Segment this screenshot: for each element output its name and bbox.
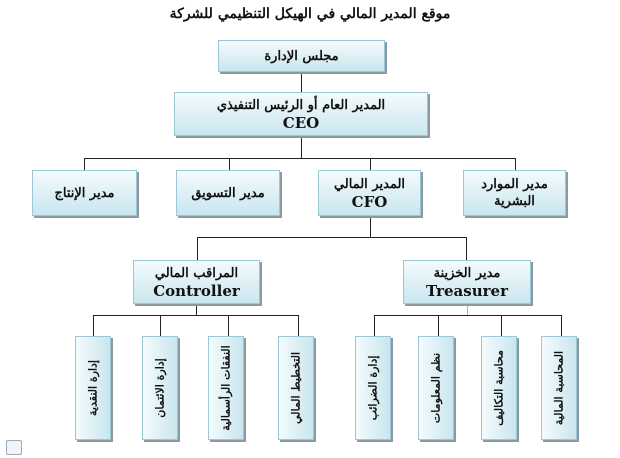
cfo-box: المدير المالي CFO	[318, 170, 421, 216]
ceo-label-en: CEO	[282, 113, 320, 132]
connector	[515, 158, 516, 170]
connector	[197, 237, 198, 260]
cost-accounting-box: محاسبة التكاليف	[481, 336, 517, 440]
connector	[93, 315, 94, 336]
connector	[196, 304, 197, 315]
connector	[160, 315, 161, 336]
box-label: النفقات الرأسمالية	[219, 345, 233, 431]
marketing-label: مدير التسويق	[191, 185, 265, 201]
connector	[370, 158, 371, 170]
cfo-label-ar: المدير المالي	[333, 176, 406, 192]
chart-title: موقع المدير المالي في الهيكل التنظيمي لل…	[169, 6, 451, 22]
connector	[197, 237, 467, 238]
connector	[84, 158, 516, 159]
hr-label: مدير الموارد البشرية	[481, 177, 548, 209]
information-systems-box: نظم المعلومات	[418, 336, 454, 440]
production-label: مدير الإنتاج	[54, 185, 115, 201]
tax-management-box: إدارة الضرائب	[355, 336, 391, 440]
controller-label-ar: المراقب المالي	[154, 265, 239, 281]
box-label: المحاسبة المالية	[552, 350, 566, 426]
connector	[229, 158, 230, 170]
box-label: إدارة النقدية	[86, 360, 100, 416]
board-box: مجلس الإدارة	[218, 40, 385, 72]
box-label: محاسبة التكاليف	[492, 350, 506, 426]
credit-management-box: إدارة الائتمان	[142, 336, 178, 440]
ceo-label-ar: المدير العام أو الرئيس التنفيذي	[216, 97, 386, 113]
watermark-icon	[6, 440, 22, 455]
cfo-label-en: CFO	[351, 192, 388, 211]
box-label: إدارة الائتمان	[153, 358, 167, 418]
production-manager-box: مدير الإنتاج	[32, 170, 137, 216]
controller-box: المراقب المالي Controller	[133, 260, 260, 304]
connector	[561, 315, 562, 336]
treasurer-box: مدير الخزينة Treasurer	[403, 260, 531, 304]
treasurer-label-en: Treasurer	[426, 281, 508, 300]
connector	[298, 315, 299, 336]
board-label: مجلس الإدارة	[264, 48, 339, 64]
financial-planning-box: التخطيط المالي	[278, 336, 314, 440]
connector	[501, 315, 502, 336]
box-label: إدارة الضرائب	[366, 355, 380, 421]
capital-expenditure-box: النفقات الرأسمالية	[208, 336, 244, 440]
marketing-manager-box: مدير التسويق	[176, 170, 280, 216]
connector	[301, 72, 302, 92]
connector	[370, 216, 371, 237]
connector	[374, 315, 562, 316]
connector	[466, 237, 467, 260]
box-label: نظم المعلومات	[429, 352, 443, 424]
treasurer-label-ar: مدير الخزينة	[433, 265, 501, 281]
ceo-box: المدير العام أو الرئيس التنفيذي CEO	[174, 92, 428, 136]
connector	[438, 315, 439, 336]
connector	[228, 315, 229, 336]
connector	[301, 136, 302, 158]
controller-label-en: Controller	[153, 281, 240, 300]
financial-accounting-box: المحاسبة المالية	[541, 336, 577, 440]
box-label: التخطيط المالي	[289, 351, 303, 425]
connector	[374, 315, 375, 336]
connector	[93, 315, 299, 316]
connector	[467, 304, 468, 315]
cash-management-box: إدارة النقدية	[75, 336, 111, 440]
connector	[84, 158, 85, 170]
hr-manager-box: مدير الموارد البشرية	[463, 170, 566, 216]
